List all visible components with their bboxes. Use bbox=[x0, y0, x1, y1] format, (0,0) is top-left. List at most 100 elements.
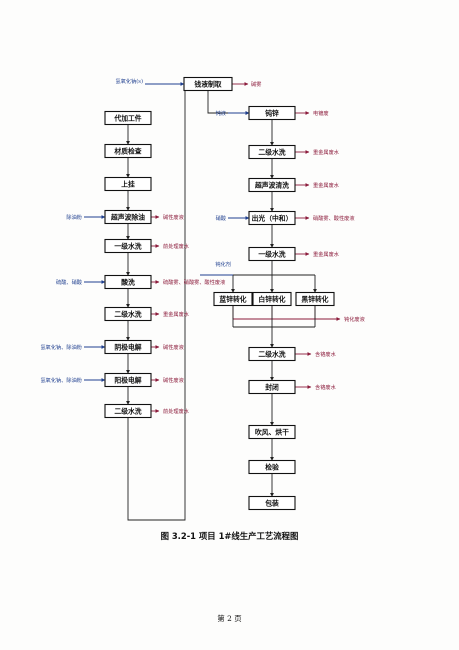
right-step-3: 出光（中和） bbox=[248, 210, 296, 226]
left-step-1-label: 材质检查 bbox=[114, 146, 141, 155]
right-lower-step-0-label: 二级水洗 bbox=[258, 349, 285, 358]
right-step-2-frame bbox=[248, 177, 296, 193]
left-step-1: 材质检查 bbox=[104, 143, 152, 159]
right-lower-step-1-label: 封闭 bbox=[265, 382, 279, 391]
passivation-box-2-frame bbox=[295, 291, 335, 307]
left-step-4-frame bbox=[104, 238, 152, 254]
passivation-box-1-label: 白锌转化 bbox=[258, 294, 285, 303]
passivation-box-2: 黑锌转化 bbox=[295, 291, 335, 307]
right-in-label-0: 钝液 bbox=[216, 109, 226, 117]
left-in-label-8: 氢氧化钠、除油粉 bbox=[40, 376, 82, 384]
left-step-8-frame bbox=[104, 372, 152, 388]
right-step-1-label: 二级水洗 bbox=[258, 147, 285, 156]
right-lower-step-1: 封闭 bbox=[248, 379, 296, 395]
left-step-5-label: 酸洗 bbox=[121, 277, 135, 286]
left-out-label-4: 前处理废水 bbox=[163, 242, 190, 250]
right-lower-out-label-1: 含铬废水 bbox=[315, 383, 337, 391]
left-out-label-6: 重金属废水 bbox=[163, 310, 190, 318]
left-step-9-label: 二级水洗 bbox=[114, 406, 141, 415]
left-step-3-label: 超声波除油 bbox=[110, 212, 145, 221]
right-lower-out-label-0: 含铬废水 bbox=[315, 350, 337, 358]
passivation-out-label: 钝化废液 bbox=[344, 315, 365, 323]
passivation-box-0-label: 蓝锌转化 bbox=[219, 294, 246, 303]
top-process-box-label: 钱液制取 bbox=[193, 79, 221, 88]
material-labels: 氢氧化钠(s)碱雾碱性废液除油粉前处理废水硫酸雾、硝酸雾、酸性废液硫酸、硝酸重金… bbox=[40, 77, 364, 415]
top-output-label: 碱雾 bbox=[251, 81, 262, 88]
left-step-0-frame bbox=[104, 110, 152, 126]
right-step-3-label: 出光（中和） bbox=[252, 213, 293, 222]
passivation-box-1-frame bbox=[252, 291, 292, 307]
right-step-4-label: 一级水洗 bbox=[258, 249, 285, 258]
left-step-4: 一级水洗 bbox=[104, 238, 152, 254]
left-step-6-frame bbox=[104, 306, 152, 322]
left-step-9: 二级水洗 bbox=[104, 403, 152, 419]
figure-caption: 图 3.2-1 项目 1#线生产工艺流程图 bbox=[160, 531, 299, 541]
left-out-label-9: 前处理废水 bbox=[163, 407, 190, 415]
right-lower-step-0-frame bbox=[248, 346, 296, 362]
page-number: 第 2 页 bbox=[217, 614, 242, 623]
right-step-4-frame bbox=[248, 246, 296, 262]
left-in-label-7: 氢氧化钠、除油粉 bbox=[40, 343, 82, 351]
left-step-3-frame bbox=[104, 209, 152, 225]
top-process-box: 钱液制取 bbox=[183, 76, 233, 92]
process-steps: 钱液制取代加工件材质检查上挂超声波除油一级水洗酸洗二级水洗阴极电解阳极电解二级水… bbox=[104, 76, 335, 511]
left-in-label-5: 硫酸、硝酸 bbox=[56, 278, 83, 286]
right-lower-step-3-frame bbox=[248, 459, 296, 475]
right-step-0: 钝锌 bbox=[248, 105, 296, 121]
right-step-4: 一级水洗 bbox=[248, 246, 296, 262]
passivation-box-2-label: 黑锌转化 bbox=[301, 294, 328, 303]
left-step-0-label: 代加工件 bbox=[113, 113, 141, 122]
passivation-box-0-frame bbox=[213, 291, 253, 307]
right-step-2: 超声波清洗 bbox=[248, 177, 296, 193]
right-lower-step-2-label: 吹风、烘干 bbox=[255, 427, 289, 436]
left-out-label-3: 碱性废液 bbox=[163, 213, 184, 221]
left-step-8: 阳极电解 bbox=[104, 372, 152, 388]
left-step-7-frame bbox=[104, 339, 152, 355]
right-step-1-frame bbox=[248, 144, 296, 160]
right-lower-step-1-frame bbox=[248, 379, 296, 395]
right-in-label-3: 硝酸 bbox=[216, 214, 227, 222]
left-step-9-frame bbox=[104, 403, 152, 419]
left-step-2-frame bbox=[104, 176, 152, 192]
right-out-label-4: 重金属废水 bbox=[313, 250, 340, 258]
right-lower-step-0: 二级水洗 bbox=[248, 346, 296, 362]
top-input-label: 氢氧化钠(s) bbox=[116, 77, 143, 85]
left-step-1-frame bbox=[104, 143, 152, 159]
top-to-right-flow bbox=[207, 90, 250, 116]
right-out-label-1: 重金属废水 bbox=[313, 148, 340, 156]
left-step-2: 上挂 bbox=[104, 176, 152, 192]
right-lower-step-4-label: 包装 bbox=[265, 498, 279, 507]
right-lower-step-3: 检验 bbox=[248, 459, 296, 475]
left-out-label-7: 碱性废液 bbox=[163, 343, 184, 351]
left-out-label-8: 碱性废液 bbox=[163, 376, 184, 384]
left-in-label-3: 除油粉 bbox=[66, 213, 82, 221]
left-step-3: 超声波除油 bbox=[104, 209, 152, 225]
right-step-0-label: 钝锌 bbox=[264, 108, 279, 117]
right-lower-step-4-frame bbox=[248, 495, 296, 511]
left-step-5-frame bbox=[104, 274, 152, 290]
left-step-7-label: 阴极电解 bbox=[114, 342, 141, 351]
right-step-0-frame bbox=[248, 105, 296, 121]
right-lower-step-4: 包装 bbox=[248, 495, 296, 511]
left-step-6-label: 二级水洗 bbox=[114, 309, 141, 318]
left-step-0: 代加工件 bbox=[104, 110, 152, 126]
top-process-box-frame bbox=[183, 76, 233, 92]
left-step-7: 阴极电解 bbox=[104, 339, 152, 355]
passivation-box-0: 蓝锌转化 bbox=[213, 291, 253, 307]
right-step-1: 二级水洗 bbox=[248, 144, 296, 160]
left-step-4-label: 一级水洗 bbox=[114, 241, 141, 250]
passivation-input-label: 钝化剂 bbox=[215, 260, 231, 268]
right-lower-step-2-frame bbox=[248, 424, 296, 440]
left-step-8-label: 阳极电解 bbox=[114, 375, 141, 384]
right-out-label-3: 硝酸雾、酸性废液 bbox=[313, 214, 355, 222]
left-step-6: 二级水洗 bbox=[104, 306, 152, 322]
right-out-label-0: 电镀废 bbox=[313, 109, 329, 117]
passivation-box-1: 白锌转化 bbox=[252, 291, 292, 307]
left-step-2-label: 上挂 bbox=[121, 179, 135, 188]
left-out-label-5: 硫酸雾、硝酸雾、酸性废液 bbox=[163, 278, 225, 286]
right-out-label-2: 重金属废水 bbox=[313, 181, 340, 189]
right-step-2-label: 超声波清洗 bbox=[254, 180, 289, 189]
right-lower-step-2: 吹风、烘干 bbox=[248, 424, 296, 440]
